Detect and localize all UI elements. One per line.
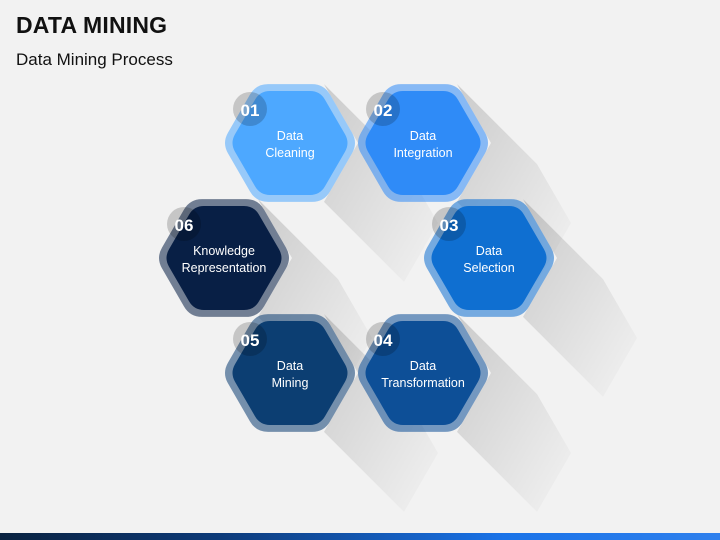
step-label-line2: Cleaning [265,146,314,160]
step-number: 03 [440,216,459,235]
step-label-line1: Data [277,129,303,143]
step-shadow [523,199,637,397]
step-number: 01 [241,101,260,120]
hexagon-layer: 01DataCleaning02DataIntegration03DataSel… [159,84,554,432]
step-shadow [457,314,571,512]
step-label-line2: Representation [182,261,267,275]
step-number-badge [432,207,466,241]
step-shadow [258,199,372,397]
bottom-accent-bar [0,533,720,540]
step-label-line1: Data [410,359,436,373]
step-label-line2: Mining [272,376,309,390]
hexagon-body [365,321,481,425]
step-label-line2: Transformation [381,376,465,390]
step-label-line1: Data [476,244,502,258]
step-label-line1: Knowledge [193,244,255,258]
step-label-line1: Data [277,359,303,373]
step-number-badge [233,322,267,356]
hexagon-body [232,91,348,195]
step-label-line1: Data [410,129,436,143]
step-number-badge [366,322,400,356]
hexagon-body [166,206,282,310]
step-number-badge [233,92,267,126]
step-label-line2: Selection [463,261,514,275]
slide-title: DATA MINING [16,12,168,38]
step-number-badge [366,92,400,126]
slide-subtitle: Data Mining Process [16,50,173,69]
step-number: 06 [175,216,194,235]
hexagon-body [365,91,481,195]
step-label-line2: Integration [393,146,452,160]
hexagon-body [232,321,348,425]
step-number: 05 [241,331,260,350]
step-number: 04 [374,331,393,350]
step-number-badge [167,207,201,241]
hexagon-body [431,206,547,310]
step-number: 02 [374,101,393,120]
